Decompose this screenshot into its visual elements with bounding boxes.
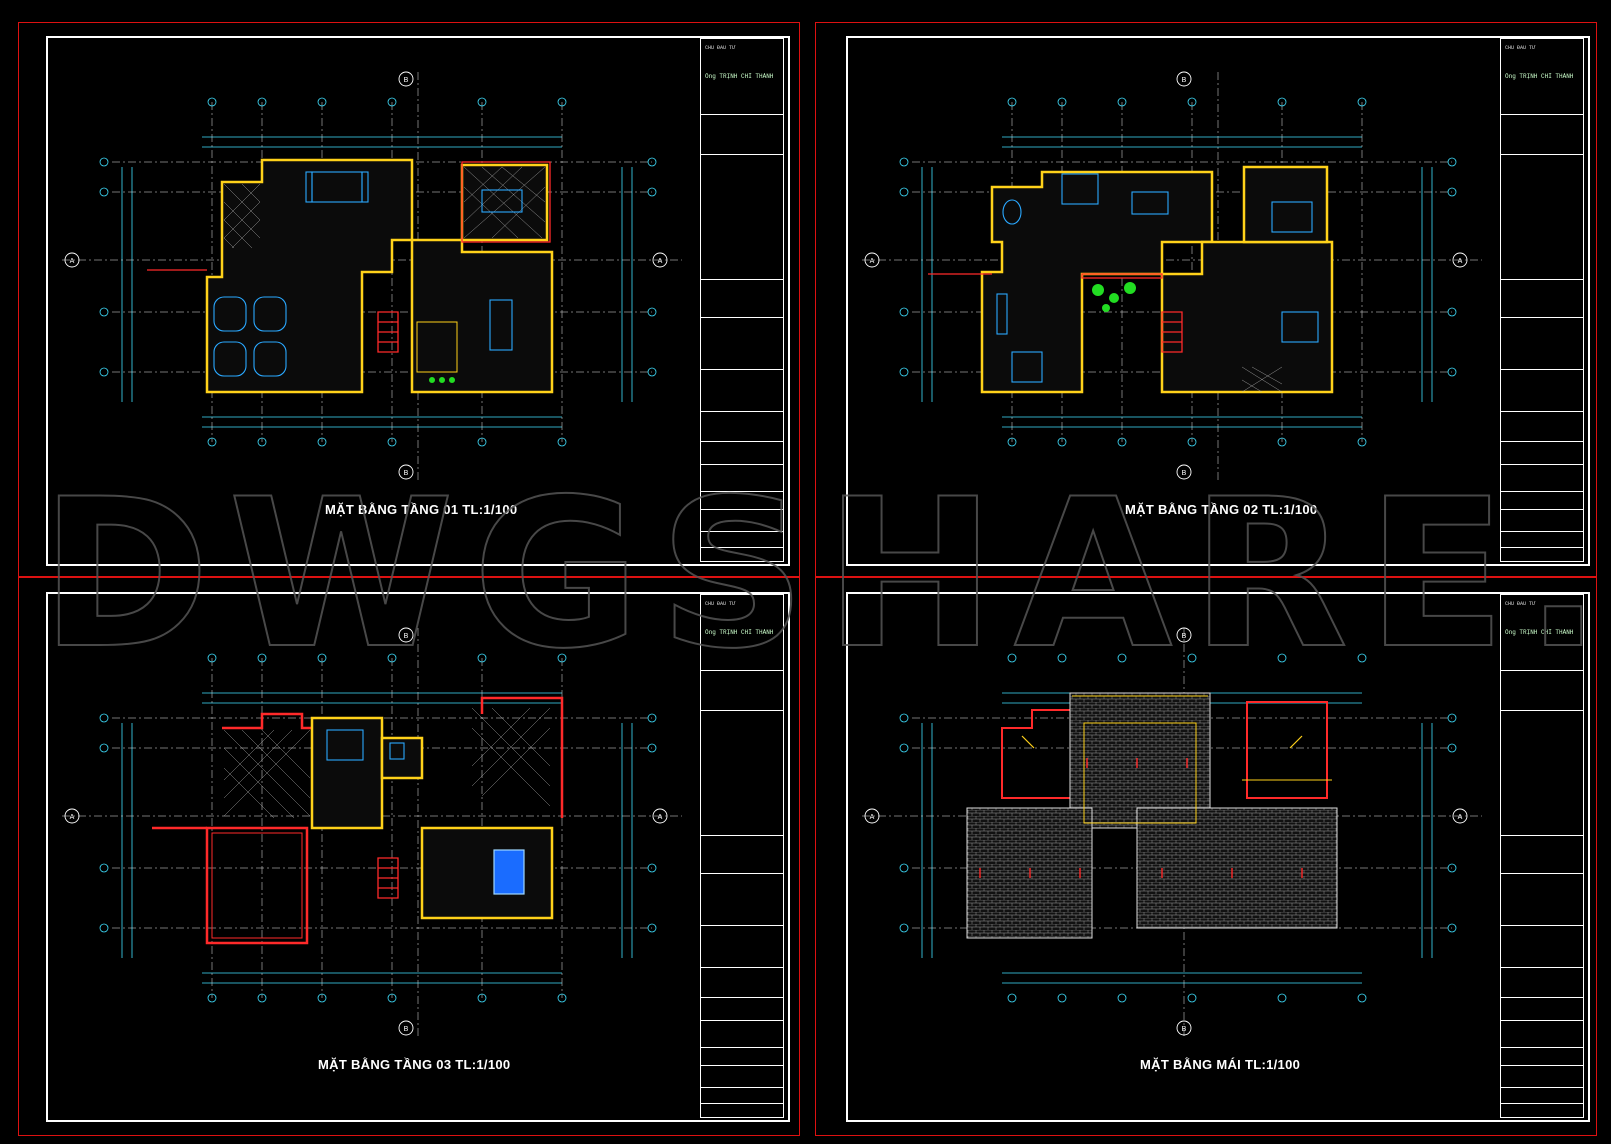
title-block-tang02: CHỦ ĐẦU TƯ Ông TRỊNH CHÍ THÀNH — [1500, 38, 1584, 562]
title-block-owner-label: CHỦ ĐẦU TƯ — [705, 601, 736, 607]
grid-label-bottom: B — [1182, 470, 1187, 477]
title-block-owner-label: CHỦ ĐẦU TƯ — [1505, 601, 1536, 607]
floor-plan-tang01: B B A A — [62, 71, 682, 482]
title-block-owner-name: Ông TRỊNH CHÍ THÀNH — [705, 73, 774, 80]
title-block-owner-name: Ông TRỊNH CHÍ THÀNH — [1505, 629, 1574, 636]
title-block-owner-label: CHỦ ĐẦU TƯ — [1505, 45, 1536, 51]
roof-plan-mai: B B A A — [862, 627, 1482, 1038]
plan-title-tang02: MẶT BẰNG TẦNG 02 TL:1/100 — [1125, 502, 1318, 517]
grid-label-top: B — [404, 77, 409, 84]
grid-label-left: A — [870, 814, 875, 821]
sheet-frame-tang02 — [846, 36, 1590, 566]
grid-label-right: A — [658, 814, 663, 821]
floor-plan-tang03: B B A A — [62, 627, 682, 1038]
grid-label-bottom: B — [1182, 1026, 1187, 1033]
plan-title-mai: MẶT BẰNG MÁI TL:1/100 — [1140, 1057, 1301, 1072]
sheet-frame-mai — [846, 592, 1590, 1122]
drawing-sheet-tang03 — [18, 577, 800, 1136]
sheet-frame-tang03 — [46, 592, 790, 1122]
grid-label-left: A — [870, 258, 875, 265]
title-block-owner-label: CHỦ ĐẦU TƯ — [705, 45, 736, 51]
plan-title-tang03: MẶT BẰNG TẦNG 03 TL:1/100 — [318, 1057, 511, 1072]
title-block-tang03: CHỦ ĐẦU TƯ Ông TRỊNH CHÍ THÀNH — [700, 594, 784, 1118]
floor-plan-tang02: B B A A — [862, 71, 1482, 482]
grid-label-right: A — [658, 258, 663, 265]
grid-label-left: A — [70, 814, 75, 821]
grid-label-bottom: B — [404, 1026, 409, 1033]
title-block-mai: CHỦ ĐẦU TƯ Ông TRỊNH CHÍ THÀNH — [1500, 594, 1584, 1118]
grid-label-bottom: B — [404, 470, 409, 477]
grid-label-left: A — [70, 258, 75, 265]
grid-label-right: A — [1458, 814, 1463, 821]
grid-label-top: B — [404, 633, 409, 640]
title-block-tang01: CHỦ ĐẦU TƯ Ông TRỊNH CHÍ THÀNH — [700, 38, 784, 562]
drawing-sheet-tang01 — [18, 22, 800, 577]
title-block-owner-name: Ông TRỊNH CHÍ THÀNH — [705, 629, 774, 636]
drawing-sheet-tang02 — [815, 22, 1597, 577]
grid-label-top: B — [1182, 77, 1187, 84]
sheet-frame-tang01 — [46, 36, 790, 566]
grid-label-top: B — [1182, 633, 1187, 640]
title-block-owner-name: Ông TRỊNH CHÍ THÀNH — [1505, 73, 1574, 80]
plan-title-tang01: MẶT BẰNG TẦNG 01 TL:1/100 — [325, 502, 518, 517]
drawing-sheet-mai — [815, 577, 1597, 1136]
grid-label-right: A — [1458, 258, 1463, 265]
